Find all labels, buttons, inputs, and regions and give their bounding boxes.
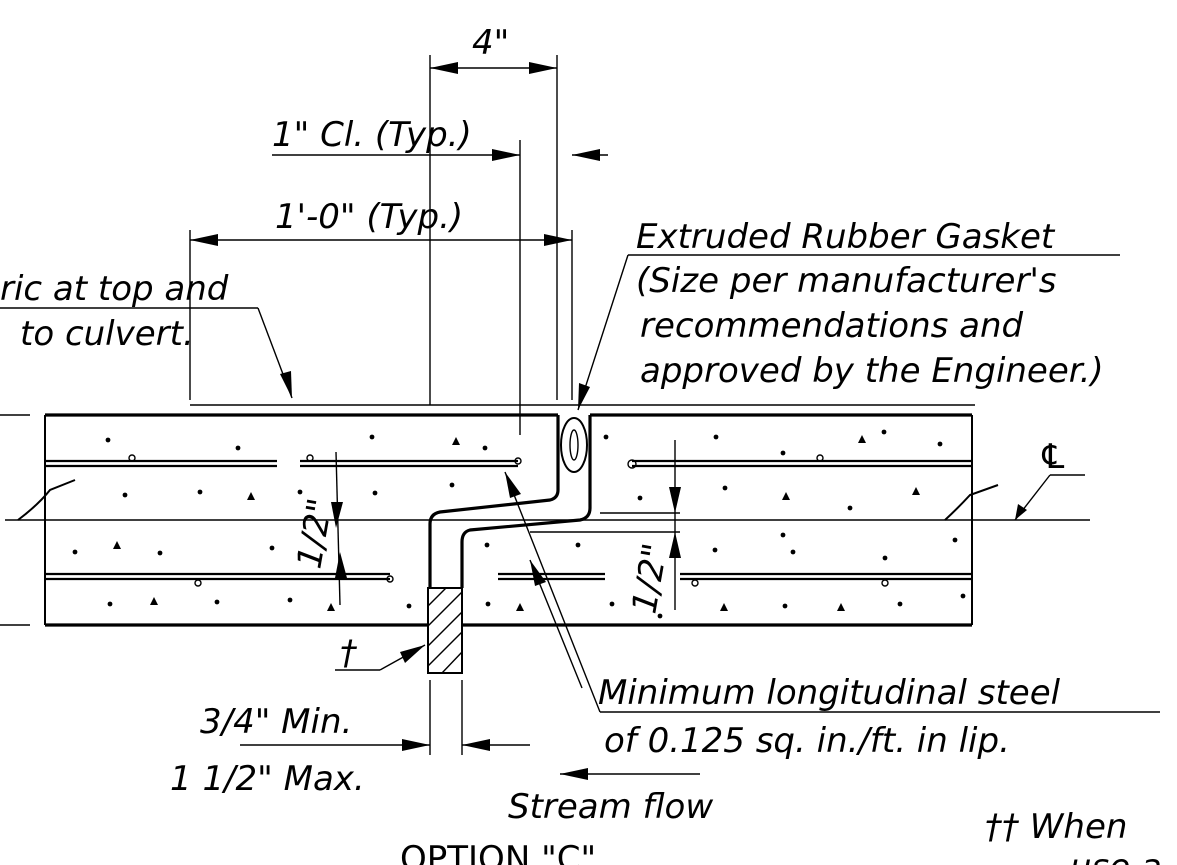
title-option: OPTION "C"	[400, 839, 596, 865]
dim-half-inch-left: 1/2"	[289, 495, 341, 571]
footnote-partial: †† When	[985, 807, 1127, 847]
note-steel-line2: of 0.125 sq. in./ft. in lip.	[604, 721, 1010, 761]
note-gasket-line2: (Size per manufacturer's	[636, 261, 1057, 301]
reinforcing-bars	[45, 454, 972, 587]
note-fabric-line1: ric at top and	[0, 269, 229, 309]
footnote-partial-2: use a	[1070, 847, 1162, 865]
dim-four-inch: 4"	[472, 23, 509, 63]
rubber-gasket	[560, 417, 588, 473]
dim-one-half-max: 1 1/2" Max.	[170, 759, 365, 799]
note-gasket-line1: Extruded Rubber Gasket	[636, 217, 1056, 257]
note-gasket-line4: approved by the Engineer.)	[640, 351, 1104, 391]
note-dagger: †	[340, 633, 358, 673]
dim-three-quarter-min: 3/4" Min.	[200, 702, 352, 742]
joint-filler-shim	[427, 587, 463, 674]
centerline-symbol: ℄	[1038, 437, 1068, 477]
dimension-lines	[189, 55, 975, 780]
note-fabric-line2: to culvert.	[20, 314, 194, 354]
dim-one-foot: 1'-0" (Typ.)	[275, 197, 463, 237]
note-gasket-line3: recommendations and	[640, 306, 1024, 346]
note-steel-line1: Minimum longitudinal steel	[598, 673, 1061, 713]
note-stream-flow: Stream flow	[508, 787, 713, 827]
concrete-aggregate	[72, 429, 966, 619]
dim-one-inch-clear: 1" Cl. (Typ.)	[272, 115, 472, 155]
dim-half-inch-right: 1/2"	[624, 540, 676, 616]
leader-lines	[0, 254, 1160, 713]
